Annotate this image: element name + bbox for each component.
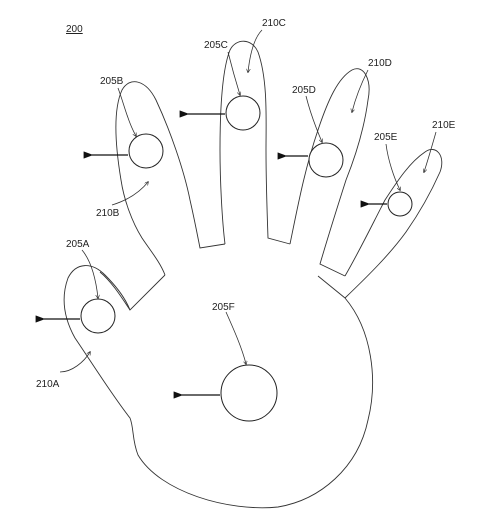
- figure-number: 200: [66, 24, 83, 35]
- label-205C: 205C: [204, 40, 228, 51]
- leader-210E: [424, 131, 437, 172]
- touch-circle-205A: [80, 298, 116, 334]
- leader-205C: [227, 51, 240, 95]
- label-210C: 210C: [262, 18, 286, 29]
- touch-circle-205B: [128, 133, 164, 169]
- finger-pinky-outline: [344, 149, 443, 299]
- label-210D: 210D: [368, 58, 392, 69]
- leader-210D: [352, 69, 369, 112]
- label-205F: 205F: [212, 302, 235, 313]
- leader-205A: [81, 249, 98, 298]
- touch-circle-205D: [308, 142, 344, 178]
- leader-205D: [305, 95, 322, 142]
- label-210B: 210B: [96, 208, 120, 219]
- hand-palm-outline: [63, 265, 373, 509]
- leader-210B: [111, 182, 148, 206]
- label-205E: 205E: [374, 132, 398, 143]
- leader-205B: [117, 87, 136, 136]
- finger-middle-outline: [219, 40, 291, 245]
- leader-205E: [385, 143, 400, 190]
- label-210A: 210A: [36, 379, 60, 390]
- leader-210C: [248, 29, 263, 72]
- label-205A: 205A: [66, 239, 90, 250]
- touch-circle-205E: [387, 191, 413, 217]
- finger-thumb-outline: [99, 271, 131, 311]
- label-205D: 205D: [292, 85, 316, 96]
- label-210E: 210E: [432, 120, 456, 131]
- label-205B: 205B: [100, 76, 124, 87]
- leader-205F: [225, 311, 246, 364]
- leader-210A: [59, 352, 90, 373]
- touch-circle-205C: [225, 95, 261, 131]
- touch-circle-205F: [220, 364, 278, 422]
- finger-index-outline: [115, 81, 226, 276]
